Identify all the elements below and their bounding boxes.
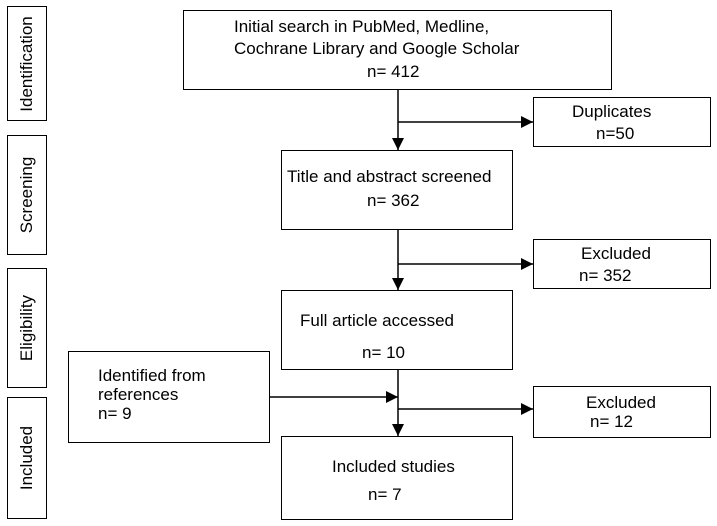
initial-search-line2: Cochrane Library and Google Scholar (234, 39, 520, 58)
included-studies-count: n= 7 (368, 485, 402, 504)
stage-identification: Identification (7, 6, 47, 121)
identified-refs-box: Identified from references n= 9 (68, 351, 270, 443)
included-studies-label: Included studies (332, 457, 455, 476)
excluded-1-label: Excluded (581, 244, 651, 263)
stage-screening: Screening (7, 135, 47, 255)
stage-included-label: Included (17, 425, 36, 491)
duplicates-label: Duplicates (572, 102, 652, 121)
full-article-count: n= 10 (362, 343, 406, 362)
included-studies-box: Included studies n= 7 (281, 436, 513, 520)
stage-eligibility: Eligibility (7, 268, 47, 388)
initial-search-box: Initial search in PubMed, Medline, Cochr… (183, 10, 612, 90)
identified-refs-line1: Identified from (98, 366, 206, 385)
full-article-box: Full article accessed n= 10 (281, 290, 513, 370)
initial-search-line1: Initial search in PubMed, Medline, (234, 17, 490, 36)
identified-refs-count: n= 9 (98, 404, 132, 423)
stage-screening-label: Screening (17, 156, 36, 234)
duplicates-box: Duplicates n=50 (533, 97, 711, 147)
initial-search-count: n= 412 (367, 62, 420, 81)
excluded-2-label: Excluded (586, 393, 656, 412)
full-article-label: Full article accessed (300, 311, 455, 330)
title-abstract-box: Title and abstract screened n= 362 (281, 150, 513, 230)
title-abstract-label: Title and abstract screened (287, 167, 492, 186)
duplicates-count: n=50 (596, 124, 635, 143)
stage-eligibility-label: Eligibility (17, 294, 36, 362)
excluded-2-box: Excluded n= 12 (533, 386, 711, 438)
identified-refs-line2: references (98, 385, 179, 404)
stage-identification-label: Identification (17, 15, 36, 112)
stage-included: Included (7, 397, 47, 519)
excluded-2-count: n= 12 (590, 412, 634, 431)
title-abstract-count: n= 362 (367, 191, 420, 210)
excluded-1-count: n= 352 (579, 266, 632, 285)
excluded-1-box: Excluded n= 352 (533, 239, 711, 289)
